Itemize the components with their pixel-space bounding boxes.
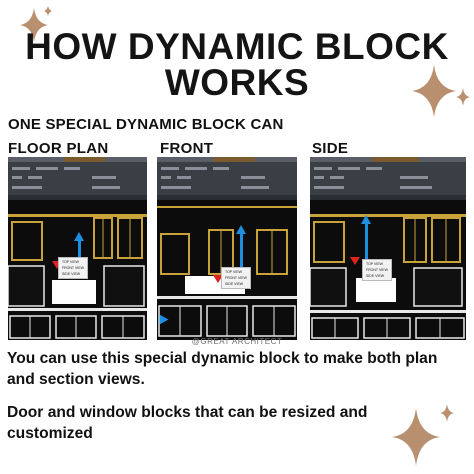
grip-arrow[interactable] xyxy=(159,314,169,325)
panel-label-floor-plan: FLOOR PLAN xyxy=(8,140,109,157)
visibility-menu[interactable]: TOP VIEW FRONT VIEW SIDE VIEW xyxy=(58,257,88,279)
grip-handle[interactable] xyxy=(78,239,81,263)
watermark: @GREAT ARCHITECT xyxy=(191,337,283,346)
cad-screenshot-floor-plan: TOP VIEW FRONT VIEW SIDE VIEW xyxy=(8,157,147,340)
title-bar xyxy=(310,157,466,162)
subtitle: ONE SPECIAL DYNAMIC BLOCK CAN xyxy=(8,116,284,133)
drawing-canvas[interactable] xyxy=(310,200,466,340)
menu-item-front-view[interactable]: FRONT VIEW xyxy=(366,268,388,272)
ribbon-toolbar[interactable] xyxy=(8,162,147,195)
title-bar xyxy=(157,157,297,162)
grip-handle[interactable] xyxy=(240,232,243,276)
page-title: HOW DYNAMIC BLOCK xyxy=(25,26,449,67)
grip-arrow[interactable] xyxy=(236,225,246,234)
visibility-menu[interactable]: TOP VIEW FRONT VIEW SIDE VIEW xyxy=(362,259,392,281)
page-title-line-2: WORKS xyxy=(164,62,310,103)
panel-label-front: FRONT xyxy=(160,140,214,157)
menu-item-top-view[interactable]: TOP VIEW xyxy=(225,270,242,274)
cad-screenshot-front: TOP VIEW FRONT VIEW SIDE VIEW xyxy=(157,157,297,340)
menu-item-side-view[interactable]: SIDE VIEW xyxy=(366,274,385,278)
sparkle-icon xyxy=(392,408,440,466)
ribbon-toolbar[interactable] xyxy=(310,162,466,195)
grip-handle[interactable] xyxy=(213,275,223,283)
menu-item-top-view[interactable]: TOP VIEW xyxy=(62,260,79,264)
menu-item-side-view[interactable]: SIDE VIEW xyxy=(225,282,244,286)
ribbon-toolbar[interactable] xyxy=(157,162,297,195)
grip-handle[interactable] xyxy=(350,257,360,265)
sparkle-icon xyxy=(44,6,52,16)
sparkle-icon xyxy=(456,88,470,106)
body-text-2: Door and window blocks that can be resiz… xyxy=(7,404,368,442)
menu-item-front-view[interactable]: FRONT VIEW xyxy=(62,266,84,270)
title-bar xyxy=(8,157,147,162)
drawing-canvas[interactable] xyxy=(8,200,147,340)
sparkle-icon xyxy=(20,8,48,42)
grip-arrow[interactable] xyxy=(74,232,84,241)
grip-handle[interactable] xyxy=(52,261,62,269)
cad-screenshot-side: TOP VIEW FRONT VIEW SIDE VIEW xyxy=(310,157,466,340)
drawing-canvas[interactable] xyxy=(157,200,297,340)
menu-item-top-view[interactable]: TOP VIEW xyxy=(366,262,383,266)
visibility-menu[interactable]: TOP VIEW FRONT VIEW SIDE VIEW xyxy=(221,267,251,289)
body-text-1: You can use this special dynamic block t… xyxy=(7,350,438,388)
panel-label-side: SIDE xyxy=(312,140,349,157)
menu-item-front-view[interactable]: FRONT VIEW xyxy=(225,276,247,280)
sparkle-icon xyxy=(412,65,456,117)
sparkle-icon xyxy=(440,404,454,422)
menu-item-side-view[interactable]: SIDE VIEW xyxy=(62,272,81,276)
grip-handle[interactable] xyxy=(365,223,368,263)
grip-arrow[interactable] xyxy=(361,215,371,224)
